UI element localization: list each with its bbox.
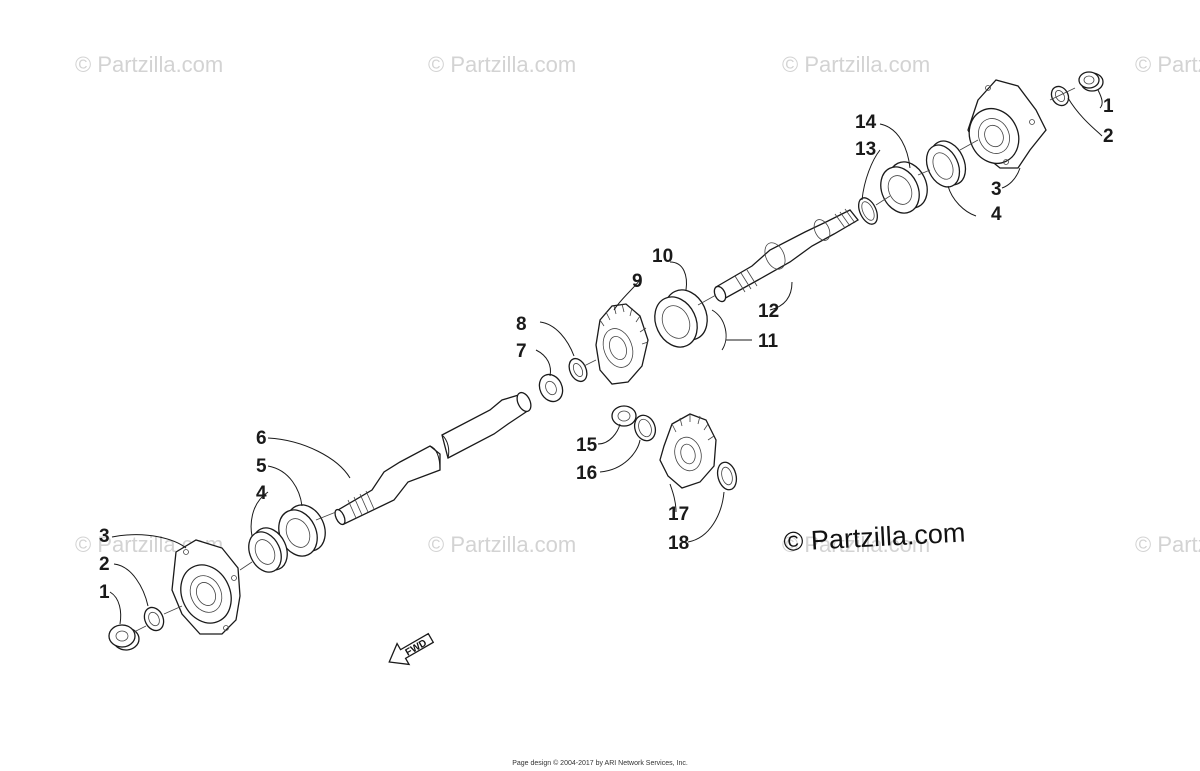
part-nut-top xyxy=(1078,71,1104,92)
part-clip-11 xyxy=(711,309,727,351)
part-bearing-14 xyxy=(880,161,928,214)
callout-8: 8 xyxy=(516,314,527,335)
watermark: © Partzilla.com xyxy=(75,52,223,77)
callout-11: 11 xyxy=(758,331,779,352)
callout-10: 10 xyxy=(652,246,673,267)
part-drive-shaft-6 xyxy=(334,391,532,526)
watermark: © Partzilla.com xyxy=(782,532,930,557)
watermark: © Partzilla.com xyxy=(1135,532,1200,557)
callout-5: 5 xyxy=(256,456,267,477)
callout-1-top: 1 xyxy=(1103,96,1114,117)
watermark: © Partzilla.com xyxy=(782,52,930,77)
callout-16: 16 xyxy=(576,463,597,484)
part-flange-housing-top xyxy=(967,79,1047,169)
part-nut-15 xyxy=(611,405,637,427)
part-nut-bottom xyxy=(108,624,140,651)
callout-2-bottom: 2 xyxy=(99,554,110,575)
callout-2-top: 2 xyxy=(1103,126,1114,147)
callout-1-bottom: 1 xyxy=(99,582,110,603)
callout-4-bottom: 4 xyxy=(256,483,267,504)
background-watermarks: © Partzilla.com © Partzilla.com © Partzi… xyxy=(75,52,1200,557)
watermark: © Partzilla.com xyxy=(1135,52,1200,77)
part-flange-housing-bottom xyxy=(171,539,241,635)
callout-6: 6 xyxy=(256,428,267,449)
assembly-axis-lines xyxy=(133,87,1076,633)
part-washer-8 xyxy=(568,357,588,383)
callout-7: 7 xyxy=(516,341,527,362)
callout-13: 13 xyxy=(855,139,876,160)
callout-18: 18 xyxy=(668,533,689,554)
part-washer-18 xyxy=(716,461,738,491)
part-bevel-gear-9 xyxy=(595,303,649,385)
callout-12: 12 xyxy=(758,301,779,322)
part-washer-top xyxy=(1050,85,1070,107)
watermark: © Partzilla.com xyxy=(428,532,576,557)
part-washer-16 xyxy=(633,414,657,442)
part-snap-ring-13 xyxy=(857,197,879,225)
part-output-shaft-12 xyxy=(713,208,859,303)
callout-17: 17 xyxy=(668,504,689,525)
callout-3-top: 3 xyxy=(991,179,1002,200)
callout-3-bottom: 3 xyxy=(99,526,110,547)
callout-4-top: 4 xyxy=(991,204,1002,225)
part-washer-bottom xyxy=(143,606,165,632)
watermark: © Partzilla.com xyxy=(428,52,576,77)
forward-direction-arrow: FWD xyxy=(388,632,435,666)
part-bearing-5 xyxy=(278,504,326,557)
callout-15: 15 xyxy=(576,435,598,456)
page-footer: Page design © 2004-2017 by ARI Network S… xyxy=(512,760,688,767)
part-bevel-gear-17 xyxy=(659,413,717,489)
callout-9: 9 xyxy=(632,271,643,292)
part-nut-7 xyxy=(538,373,564,403)
callout-14: 14 xyxy=(855,112,877,133)
leader-lines xyxy=(109,89,1103,625)
part-bearing-10 xyxy=(654,289,708,348)
fwd-label: FWD xyxy=(404,638,429,659)
callout-numbers: 1 2 3 4 14 13 12 11 10 9 8 7 6 5 4 3 2 1… xyxy=(99,96,1114,603)
main-watermark: © Partzilla.com xyxy=(783,518,966,557)
part-seal-bottom xyxy=(248,527,288,573)
part-seal-top xyxy=(925,140,967,188)
